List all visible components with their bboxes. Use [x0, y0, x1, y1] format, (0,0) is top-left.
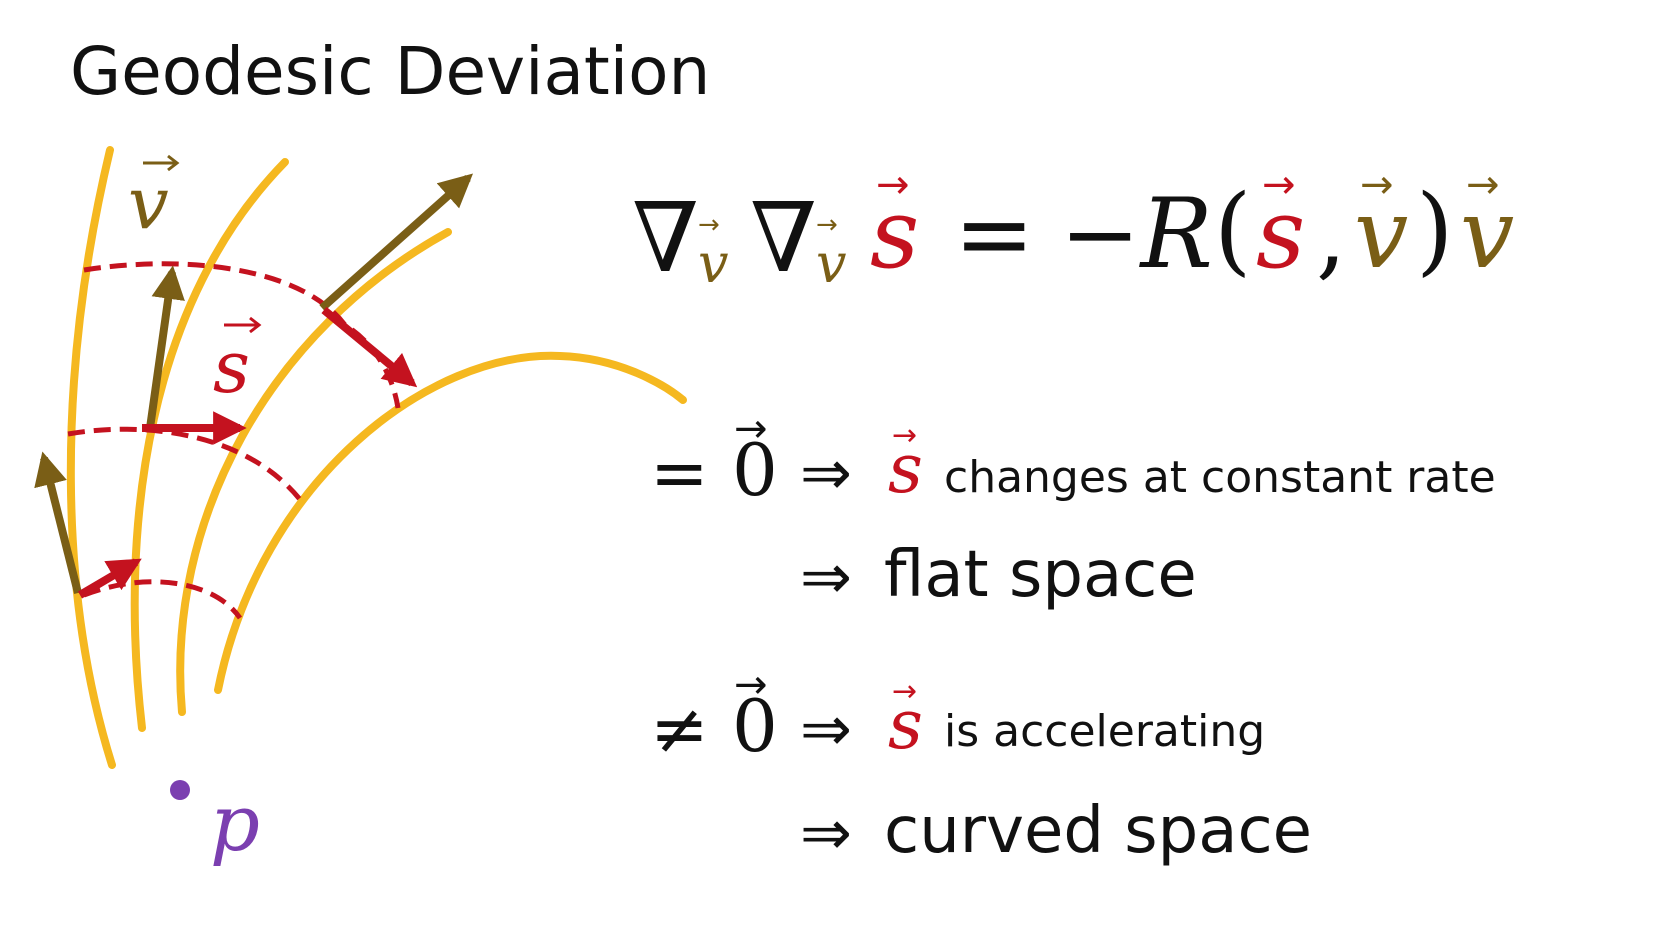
equation-v-2-arrow-icon: →	[1466, 162, 1500, 208]
equation-comma: ,	[1316, 178, 1347, 290]
case-flat-s: s	[888, 430, 923, 509]
equation-v-2: v	[1460, 178, 1515, 290]
velocity-vectors	[34, 173, 474, 594]
case-curved-relation: ≠	[650, 688, 709, 770]
point-label: p	[210, 779, 260, 869]
equation-s-1-arrow-icon: →	[876, 162, 910, 208]
case-flat-description: changes at constant rate	[944, 452, 1496, 503]
case-flat-zero-arrow-icon: →	[734, 406, 768, 452]
case-curved-zero: 0	[732, 684, 778, 768]
geodesic-curve-1	[66, 146, 116, 769]
equation-s-2: s	[1256, 178, 1306, 290]
separation-arc-middle	[67, 426, 304, 504]
geodesic-curve-3	[176, 228, 452, 716]
equation-s-2-arrow-icon: →	[1262, 162, 1296, 208]
equation-s-1: s	[870, 178, 920, 290]
equation-close-paren: )	[1416, 174, 1454, 286]
case-curved-s-arrow-icon: →	[892, 674, 918, 709]
case-flat-s-arrow-icon: →	[892, 418, 918, 453]
separation-arcs	[67, 261, 401, 620]
case-flat-relation: =	[650, 432, 709, 514]
equation-open-paren: (	[1214, 174, 1252, 286]
equation-v-1-arrow-icon: →	[1360, 162, 1394, 208]
subscript-v-1-arrow-icon: →	[698, 210, 720, 240]
label-vector-arrows	[143, 154, 262, 334]
velocity-vector-bottom	[34, 451, 82, 594]
case-flat-implies: ⇒	[800, 436, 852, 509]
case-flat-zero: 0	[732, 428, 778, 512]
nabla-symbol-2: ∇	[750, 182, 818, 294]
separation-vector-bottom	[77, 558, 142, 599]
velocity-label: v	[128, 161, 169, 245]
nabla-subscript-v-1: v	[698, 232, 729, 295]
point-p-dot	[170, 780, 190, 800]
case-flat-conclusion-arrow: ⇒	[800, 540, 852, 613]
nabla-subscript-v-2: v	[816, 232, 847, 295]
case-curved-conclusion: curved space	[884, 794, 1313, 868]
case-curved-description: is accelerating	[944, 706, 1266, 757]
case-curved-zero-arrow-icon: →	[734, 662, 768, 708]
s-label-arrow-icon	[224, 316, 262, 334]
velocity-vector-middle	[146, 265, 185, 429]
separation-vectors	[77, 306, 418, 599]
geodesic-diagram: v s p	[34, 146, 687, 869]
equation-equals: =	[954, 178, 1035, 290]
page-title: Geodesic Deviation	[70, 33, 711, 110]
geodesic-curve-2	[130, 158, 289, 732]
subscript-v-2-arrow-icon: →	[816, 210, 838, 240]
case-curved-conclusion-arrow: ⇒	[800, 796, 852, 869]
case-curved-implies: ⇒	[800, 692, 852, 765]
equation-minus-r: −R	[1060, 178, 1213, 290]
separation-vector-top	[321, 306, 418, 388]
case-flat-conclusion: flat space	[884, 538, 1197, 612]
separation-label: s	[213, 325, 250, 409]
equation-v-1: v	[1354, 178, 1409, 290]
case-curved-s: s	[888, 686, 923, 765]
nabla-symbol-1: ∇	[632, 182, 700, 294]
geodesic-curve-4	[214, 351, 687, 694]
velocity-vector-top	[319, 173, 474, 311]
separation-arc-bottom	[83, 579, 243, 620]
v-label-arrow-icon	[143, 154, 180, 172]
